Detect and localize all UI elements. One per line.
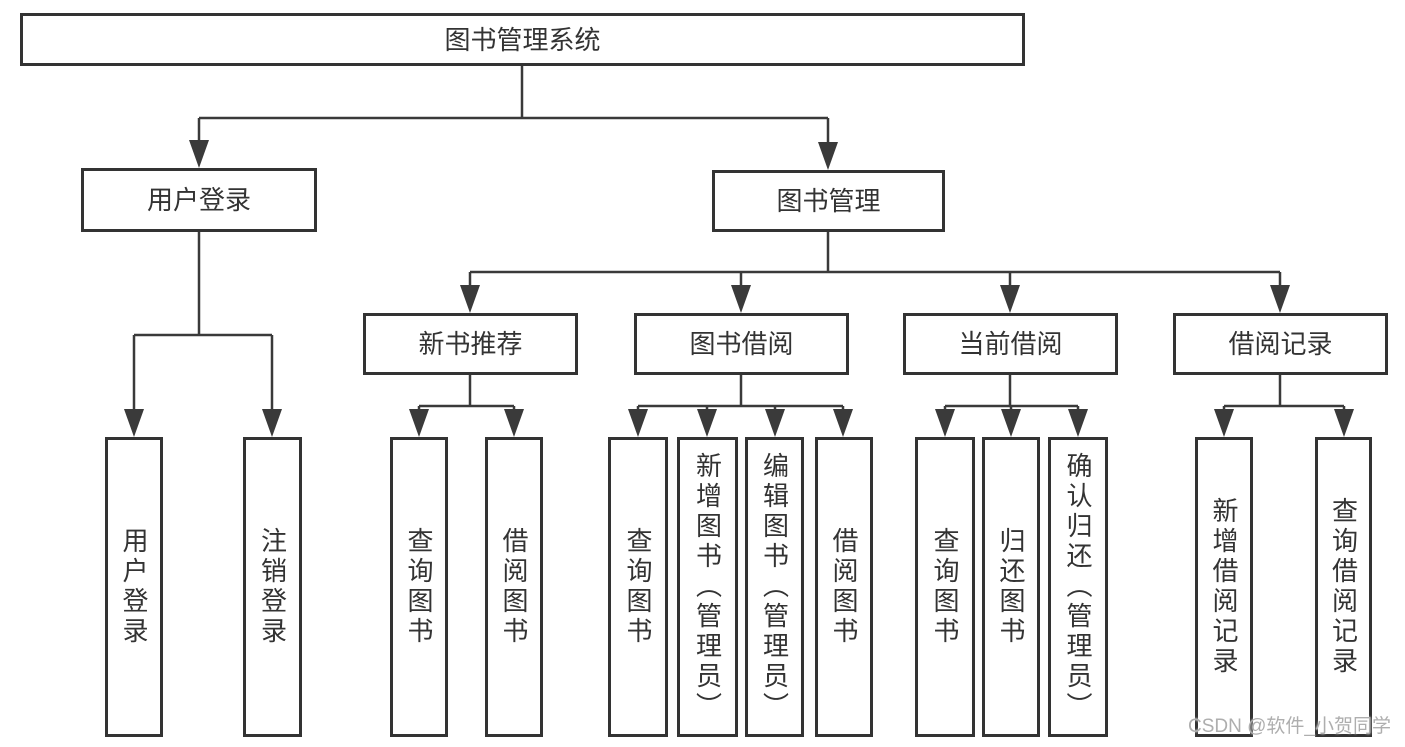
- leaf-cb-confirm-return-admin-label: 确认归还（管理员）: [1063, 452, 1093, 722]
- leaf-bb-add-books-admin: 新增图书（管理员）: [677, 437, 738, 737]
- watermark: CSDN @软件_小贺同学: [1188, 716, 1391, 737]
- node-book-borrow-label: 图书借阅: [689, 329, 794, 359]
- leaf-nbr-query-books: 查询图书: [390, 437, 448, 737]
- leaf-user-login: 用户登录: [105, 437, 163, 737]
- leaf-nbr-borrow-books-label: 借阅图书: [499, 527, 529, 647]
- leaf-br-query-record: 查询借阅记录: [1315, 437, 1372, 737]
- node-current-borrow: 当前借阅: [903, 313, 1118, 375]
- leaf-bb-borrow-books-label: 借阅图书: [829, 527, 859, 647]
- node-new-book-recommend-label: 新书推荐: [418, 329, 523, 359]
- node-current-borrow-label: 当前借阅: [958, 329, 1063, 359]
- leaf-nbr-query-books-label: 查询图书: [404, 527, 434, 647]
- leaf-bb-edit-books-admin-label: 编辑图书（管理员）: [759, 452, 790, 722]
- leaf-bb-add-books-admin-label: 新增图书（管理员）: [692, 452, 723, 722]
- node-book-management: 图书管理: [712, 170, 945, 232]
- node-new-book-recommend: 新书推荐: [363, 313, 578, 375]
- leaf-logout-label: 注销登录: [257, 527, 288, 647]
- node-book-management-label: 图书管理: [776, 186, 881, 216]
- node-borrow-records: 借阅记录: [1173, 313, 1388, 375]
- leaf-cb-return-books: 归还图书: [982, 437, 1040, 737]
- arrowhead-icons: [124, 140, 1354, 437]
- leaf-cb-query-books-label: 查询图书: [930, 527, 960, 647]
- leaf-logout: 注销登录: [243, 437, 302, 737]
- node-root-label: 图书管理系统: [444, 24, 601, 55]
- leaf-bb-query-books-label: 查询图书: [623, 527, 653, 647]
- leaf-br-query-record-label: 查询借阅记录: [1328, 497, 1359, 677]
- leaf-bb-borrow-books: 借阅图书: [815, 437, 873, 737]
- leaf-cb-confirm-return-admin: 确认归还（管理员）: [1048, 437, 1108, 737]
- leaf-br-add-record: 新增借阅记录: [1195, 437, 1253, 737]
- leaf-nbr-borrow-books: 借阅图书: [485, 437, 543, 737]
- node-book-borrow: 图书借阅: [634, 313, 849, 375]
- leaf-bb-query-books: 查询图书: [608, 437, 668, 737]
- leaf-br-add-record-label: 新增借阅记录: [1209, 497, 1239, 677]
- node-root-system: 图书管理系统: [20, 13, 1025, 66]
- leaf-cb-query-books: 查询图书: [915, 437, 975, 737]
- leaf-bb-edit-books-admin: 编辑图书（管理员）: [745, 437, 804, 737]
- leaf-user-login-label: 用户登录: [119, 527, 149, 647]
- node-user-login-label: 用户登录: [146, 185, 251, 215]
- node-borrow-records-label: 借阅记录: [1228, 329, 1333, 359]
- leaf-cb-return-books-label: 归还图书: [996, 527, 1026, 647]
- node-user-login: 用户登录: [81, 168, 317, 232]
